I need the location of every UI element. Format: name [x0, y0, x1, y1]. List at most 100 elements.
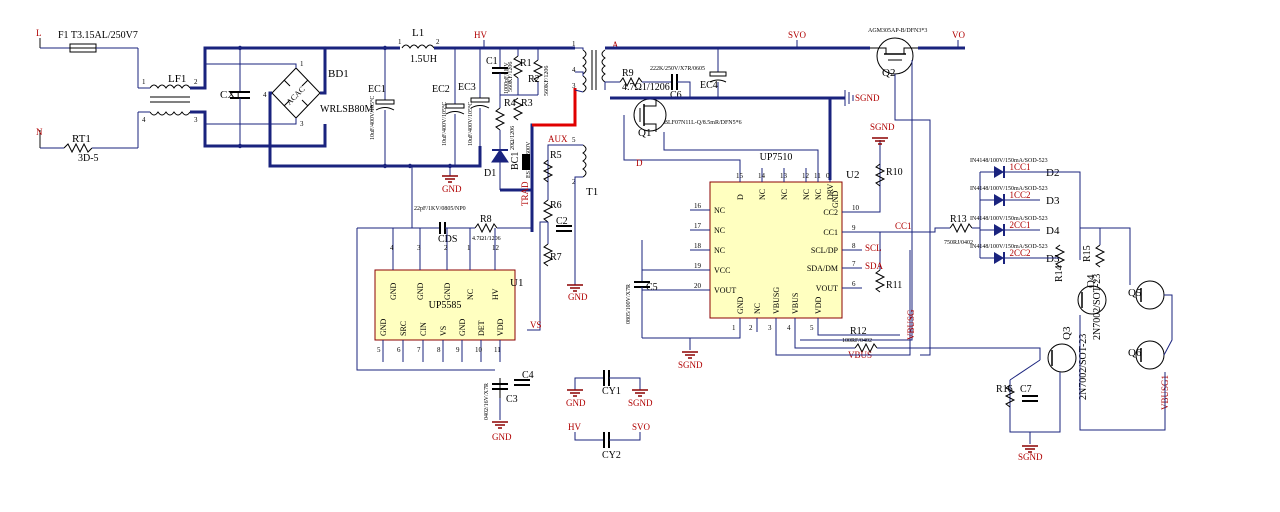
ec2-ref: EC2: [432, 84, 450, 95]
bd1-pin-3: 3: [300, 120, 304, 128]
lf1-pin-1: 1: [142, 78, 146, 86]
u2-pin-num-19: 19: [694, 262, 702, 270]
l1-ref: L1: [412, 27, 424, 39]
net-label-sda: SDA: [865, 261, 884, 271]
u2-pin-num-13: 13: [780, 172, 788, 180]
r9-value: 4.7Ω1/1206: [622, 82, 670, 93]
u2-pin-name-18: NC: [714, 246, 725, 255]
u1-pin-name-2: GND: [443, 282, 452, 300]
u1-pin-name-8: VS: [439, 326, 448, 336]
ferrite-bead-bc1: BC1: [510, 152, 530, 170]
l1-pin-2: 2: [436, 38, 440, 46]
lf1-pin-3: 3: [194, 116, 198, 124]
u1-ref: U1: [510, 277, 523, 289]
svg-text:1000pF/1KV: 1000pF/1KV: [504, 62, 510, 94]
input-n-terminal: N: [36, 127, 64, 149]
net-label-aux: AUX: [548, 134, 568, 144]
q1-ref: Q1: [638, 127, 651, 139]
u2-pin-num-8: 8: [852, 242, 856, 250]
resistor-r9: R9 4.7Ω1/1206: [619, 68, 670, 93]
u2-pin-name-10: CC2: [823, 208, 838, 217]
mosfet-q1: Q1 BLF07N11L-Q/8.5mR/DFN5*6: [633, 98, 742, 139]
c2-ref: C2: [556, 216, 568, 227]
lf1-ref: LF1: [168, 73, 186, 85]
y-capacitor-cy1: CY1 GND SGND: [566, 370, 653, 408]
ec1-ref: EC1: [368, 84, 386, 95]
svg-text:560KF/1206: 560KF/1206: [508, 62, 514, 92]
u1-pin-name-11: VDD: [496, 318, 505, 336]
r9-ref: R9: [622, 68, 634, 79]
capacitor-c3: C3: [492, 378, 518, 405]
lf1-pin-4: 4: [142, 116, 146, 124]
u2-pin-name-15: D: [736, 194, 745, 200]
u2-pin-name-9: CC1: [823, 228, 838, 237]
resistor-r8: R8 4.7Ω1/1206: [472, 214, 501, 242]
common-mode-choke-lf1: LF1 1 2 3 4: [142, 73, 198, 124]
u1-pin-name-7: CIN: [419, 322, 428, 336]
u1-pin-name-9: GND: [458, 318, 467, 336]
t1-pin-5: 5: [572, 136, 576, 144]
cy2-hv-label: HV: [568, 422, 581, 432]
mosfet-q6: Q6: [1128, 340, 1165, 370]
u2-pin-name-14: NC: [758, 189, 767, 200]
bridge-rectifier-bd1: ACAC BD1 WRLSB80M 4 1 3: [263, 60, 373, 128]
u1-pin-num-12: 12: [492, 244, 500, 252]
u1-pin-num-10: 10: [475, 346, 483, 354]
svg-text:20Ω/1206: 20Ω/1206: [510, 126, 516, 150]
t1-pin-1: 1: [572, 40, 576, 48]
q2-value: AGM305AP-B/DFN3*3: [868, 28, 927, 34]
q2-ref: Q2: [882, 67, 895, 79]
u2-pin-num-2: 2: [749, 324, 753, 332]
r10-ref: R10: [886, 167, 903, 178]
c1-ref: C1: [486, 56, 498, 67]
r13-ref: R13: [950, 214, 967, 225]
cy1-gnd-label: GND: [566, 398, 586, 408]
mosfet-q4: Q4 2N7002/SOT-23: [1077, 274, 1107, 340]
cy1-ref: CY1: [602, 386, 621, 397]
u2-pin-name-2: NC: [753, 303, 762, 314]
u1-pin-num-9: 9: [456, 346, 460, 354]
r3-ref: R3: [521, 98, 533, 109]
ec4-ref: EC4: [700, 80, 718, 91]
r13-value: 750RJ/0402: [944, 240, 973, 246]
net-label-sgnd-1: SGND: [855, 93, 880, 103]
cy2-ref: CY2: [602, 450, 621, 461]
u2-pin-num-9: 9: [852, 224, 856, 232]
resistor-r6: R6: [542, 199, 562, 223]
u2-part-name: UP7510: [760, 152, 793, 163]
u2-pin-name-1: GND: [736, 296, 745, 314]
r12-value: 100RF/0402: [842, 338, 872, 344]
u1-part-name: UP5585: [429, 300, 462, 311]
u1-pin-num-4: 4: [390, 244, 394, 252]
bd1-pin-4: 4: [263, 91, 267, 99]
y-capacitor-cy2: CY2 HV SVO: [568, 422, 651, 461]
u2-pin-num-6: 6: [852, 280, 856, 288]
u1-pin-name-10: DET: [477, 320, 486, 336]
r8-value: 4.7Ω1/1206: [472, 236, 501, 242]
capacitor-c7: C7: [1020, 384, 1038, 402]
net-label-l: L: [36, 28, 42, 38]
u1-pin-name-5: GND: [379, 318, 388, 336]
u2-pin-num-0: 0: [826, 172, 830, 180]
u2-pin-name-11: NC: [814, 189, 823, 200]
r4-ref: R4: [504, 98, 516, 109]
net-label-cc1: CC1: [895, 221, 912, 231]
u2-pin-num-10: 10: [852, 204, 860, 212]
snubber-r4: R4 20Ω/1206: [494, 95, 516, 150]
net-label-vo: VO: [952, 30, 965, 40]
resistor-r13: R13 750RJ/0402: [944, 214, 973, 246]
mosfet-q2: Q2 AGM305AP-B/DFN3*3: [868, 28, 927, 79]
u1-pin-num-6: 6: [397, 346, 401, 354]
diode-ref-4: D4: [1046, 225, 1060, 237]
svg-text:10uF/400V/105°C: 10uF/400V/105°C: [467, 102, 474, 146]
diode-value-3: IN4148/100V/150mA/SOD-523: [970, 186, 1048, 192]
u1-pin-name-6: SRC: [399, 321, 408, 336]
d1-ref: D1: [484, 168, 496, 179]
diode-ref-2: D2: [1046, 167, 1059, 179]
u1-pin-num-1: 1: [467, 244, 471, 252]
svg-text:10uF/400V/105°C: 10uF/400V/105°C: [369, 96, 376, 140]
input-l-terminal: L: [36, 28, 70, 49]
net-label-sgnd-u2: SGND: [678, 360, 703, 370]
